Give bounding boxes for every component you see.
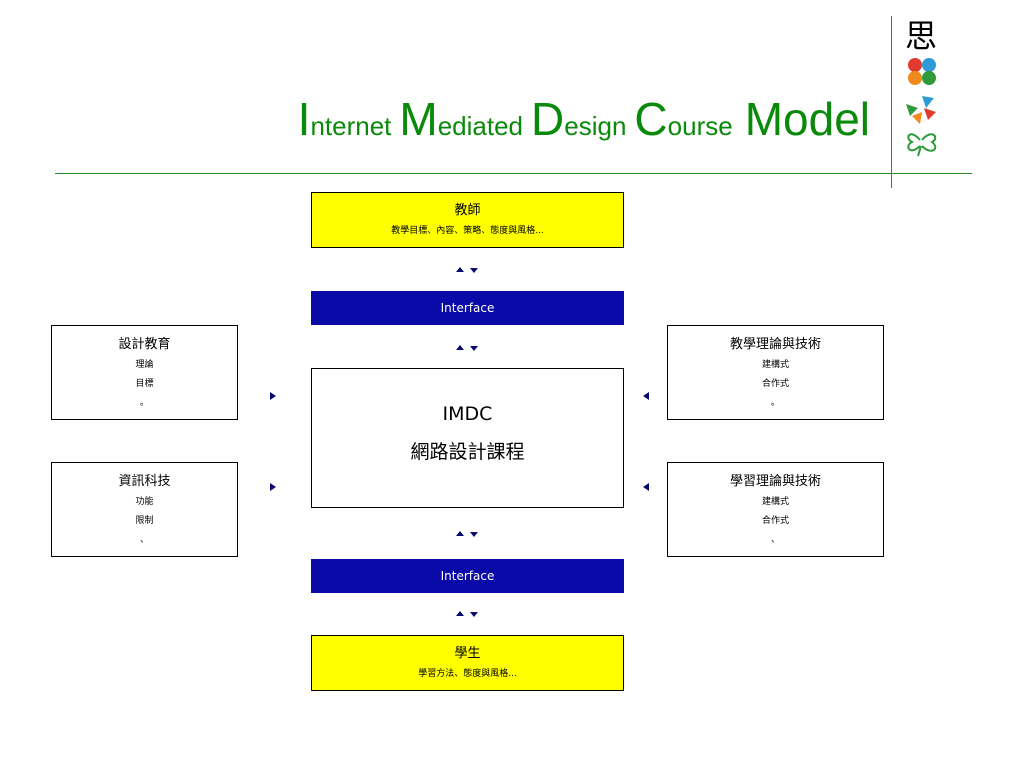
interface-bar-bottom: Interface [311, 559, 624, 593]
teaching-theory-title: 教學理論與技術 [729, 337, 821, 352]
list-item: 理論 [135, 360, 154, 370]
title-word-course: Course [634, 93, 733, 145]
center-subtitle: 網路設計課程 [410, 441, 525, 463]
right-arrow-icon [270, 392, 276, 400]
logo-character: 思 [905, 17, 938, 55]
student-title: 學生 [454, 646, 481, 661]
list-item: 限制 [135, 516, 154, 526]
title-underline [55, 173, 972, 174]
logo-divider [891, 16, 892, 188]
clover-color-icon [908, 58, 936, 85]
info-tech-title: 資訊科技 [118, 474, 171, 489]
up-down-arrows-icon [456, 267, 478, 273]
clover-splash-icon [906, 96, 936, 124]
teacher-subtitle: 教學目標、內容、策略、態度與風格... [391, 226, 544, 236]
list-item: 。 [770, 398, 780, 408]
list-item: 合作式 [761, 379, 789, 389]
title-word-design: Design [531, 93, 627, 145]
right-arrow-icon [270, 483, 276, 491]
teacher-title: 教師 [454, 203, 481, 218]
imdc-center-box: IMDC 網路設計課程 [311, 368, 624, 508]
learning-theory-title: 學習理論與技術 [729, 474, 821, 489]
list-item: 、 [770, 535, 780, 545]
title-word-model: Model [744, 93, 870, 145]
list-item: 建構式 [761, 360, 789, 370]
student-box: 學生 學習方法、態度與風格... [311, 635, 624, 691]
design-education-box: 設計教育 理論 目標 。 [51, 325, 238, 420]
left-arrow-icon [643, 483, 649, 491]
logo-clover-icon [906, 58, 937, 157]
interface-bar-top: Interface [311, 291, 624, 325]
title-word-mediated: Mediated [399, 93, 524, 145]
list-item: 、 [139, 535, 149, 545]
up-down-arrows-icon [456, 531, 478, 537]
info-tech-box: 資訊科技 功能 限制 、 [51, 462, 238, 557]
list-item: 。 [139, 398, 149, 408]
title-word-internet: Internet [297, 93, 392, 145]
student-subtitle: 學習方法、態度與風格... [418, 669, 517, 679]
teacher-box: 教師 教學目標、內容、策略、態度與風格... [311, 192, 624, 248]
left-arrow-icon [643, 392, 649, 400]
up-down-arrows-icon [456, 345, 478, 351]
center-title: IMDC [442, 403, 493, 425]
list-item: 功能 [135, 497, 154, 507]
learning-theory-box: 學習理論與技術 建構式 合作式 、 [667, 462, 884, 557]
teaching-theory-box: 教學理論與技術 建構式 合作式 。 [667, 325, 884, 420]
list-item: 目標 [135, 379, 154, 389]
list-item: 建構式 [761, 497, 789, 507]
up-down-arrows-icon [456, 611, 478, 617]
clover-outline-icon [907, 133, 937, 157]
design-education-title: 設計教育 [118, 337, 171, 352]
list-item: 合作式 [761, 516, 789, 526]
